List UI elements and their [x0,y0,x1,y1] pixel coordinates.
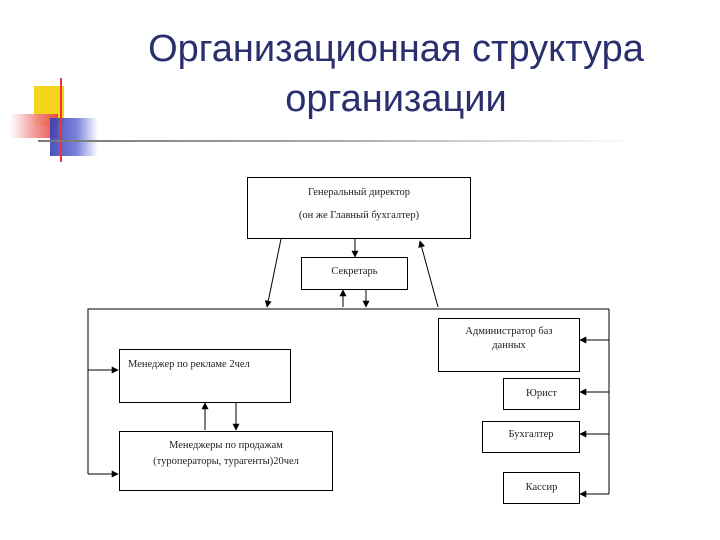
sales-managers-box-line-2: (туроператоры, турагенты)20чел [153,456,299,467]
secretary-box: Секретарь [301,257,408,290]
lawyer-box-label: Юрист [526,388,557,399]
ad-manager-box-label: Менеджер по рекламе 2чел [128,359,250,370]
department-frame [87,308,609,474]
decoration-blue-square [50,118,98,156]
director-box-line-1: Генеральный директор [308,187,410,198]
ad-manager-box: Менеджер по рекламе 2чел [119,349,291,403]
accountant-box-label: Бухгалтер [508,429,554,440]
secretary-box-label: Секретарь [331,266,378,277]
cashier-box: Кассир [503,472,580,504]
arrow-frame-to-director [418,240,439,308]
decoration-vertical-line [60,78,62,162]
lawyer-box: Юрист [503,378,580,410]
director-box: Генеральный директор (он же Главный бухг… [247,177,471,239]
slide-title-line-1: Организационная структура [148,28,644,70]
arrow-director-to-frame [264,238,282,308]
slide-title: Организационная структура организации [96,24,696,124]
director-box-line-2: (он же Главный бухгалтер) [298,210,420,221]
accountant-box: Бухгалтер [482,421,580,453]
slide-title-line-2: организации [285,78,507,120]
cashier-box-label: Кассир [525,482,558,493]
sales-managers-box: Менеджеры по продажам (туроператоры, тур… [119,431,333,491]
title-underline [38,140,638,142]
admin-box-label: Администратор баз данных [465,326,553,351]
title-decoration [0,0,720,170]
sales-managers-box-line-1: Менеджеры по продажам [169,440,283,451]
admin-box: Администратор баз данных [438,318,580,372]
